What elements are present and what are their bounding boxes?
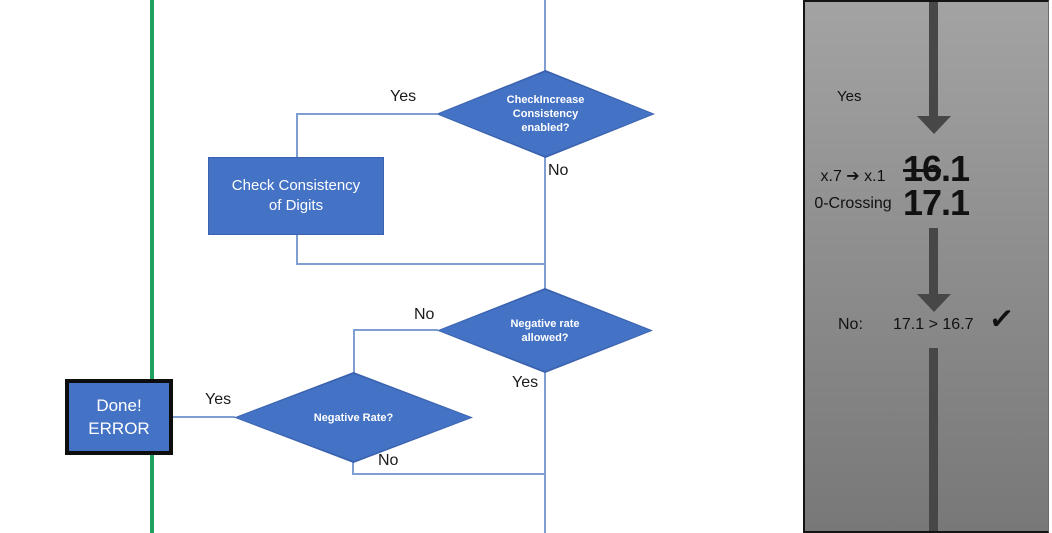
label-d3-yes: Yes [205,391,232,408]
down-arrow-icon-1 [917,116,951,134]
new-value: 17.1 [903,182,970,223]
process-line: Check Consistency [231,177,361,194]
terminal-done-error-box: Done! ERROR [65,379,173,455]
connector-d2-to-d3-vertical [353,329,355,373]
done-line: Done! [96,396,142,415]
green-vertical-line [150,0,154,533]
down-arrow-shaft-2 [929,228,938,294]
decision-line: Consistency [512,108,579,120]
decision-negative-rate: Negative Rate? [234,372,473,463]
decision-line: enabled? [521,122,570,134]
decision-line: Negative Rate? [313,411,394,424]
down-arrow-shaft-3 [929,348,938,531]
done-line: ERROR [88,419,150,438]
decision-line: allowed? [521,331,569,344]
label-d3-no: No [378,452,399,469]
connector-return-horizontal [296,263,546,265]
connector-d2-no-horizontal [353,329,438,331]
connector-into-check-box [296,113,298,158]
down-arrow-shaft-1 [929,2,938,116]
label-d1-yes: Yes [390,88,417,105]
label-d2-yes: Yes [512,374,539,391]
connector-d1-yes-horizontal [296,113,437,115]
annotation-panel: Yes x.7 ➔ x.1 0-Crossing 16.1 17.1 No: 1… [803,0,1049,533]
decision-line: Negative rate [510,317,580,330]
decision-text: CheckIncrease Consistency enabled? [436,70,655,158]
panel-note: x.7 ➔ x.1 0-Crossing [807,163,899,217]
connector-d3-no-vertical [352,462,354,475]
panel-note-line1: x.7 ➔ x.1 [820,168,886,185]
decision-line: CheckIncrease [506,94,585,106]
label-d1-no: No [548,162,569,179]
result-comparison: 17.1 > 16.7 [893,316,974,333]
result-no-label: No: [838,316,863,333]
connector-d3-yes-to-done [172,416,235,418]
decision-text: Negative Rate? [234,372,473,463]
decision-checkincrease-consistency: CheckIncrease Consistency enabled? [436,70,655,158]
label-d2-no: No [414,306,435,323]
checkmark-icon: ✓ [987,301,1016,338]
process-line: of Digits [268,197,324,214]
down-arrow-icon-2 [917,294,951,312]
connector-d3-no-horizontal [353,473,545,475]
panel-values: 16.1 17.1 [903,151,970,223]
old-value-struck: 16 [903,148,942,189]
decision-text: Negative rate allowed? [437,288,653,373]
connector-out-of-check-box [296,235,298,264]
panel-note-line2: 0-Crossing [814,195,892,212]
process-check-consistency-of-digits: Check Consistency of Digits [208,157,384,235]
connector-main-vertical [544,0,546,533]
panel-yes-label: Yes [837,88,862,105]
old-value: 16.1 [903,151,970,187]
decision-negative-rate-allowed: Negative rate allowed? [437,288,653,373]
old-value-rest: .1 [941,148,970,189]
